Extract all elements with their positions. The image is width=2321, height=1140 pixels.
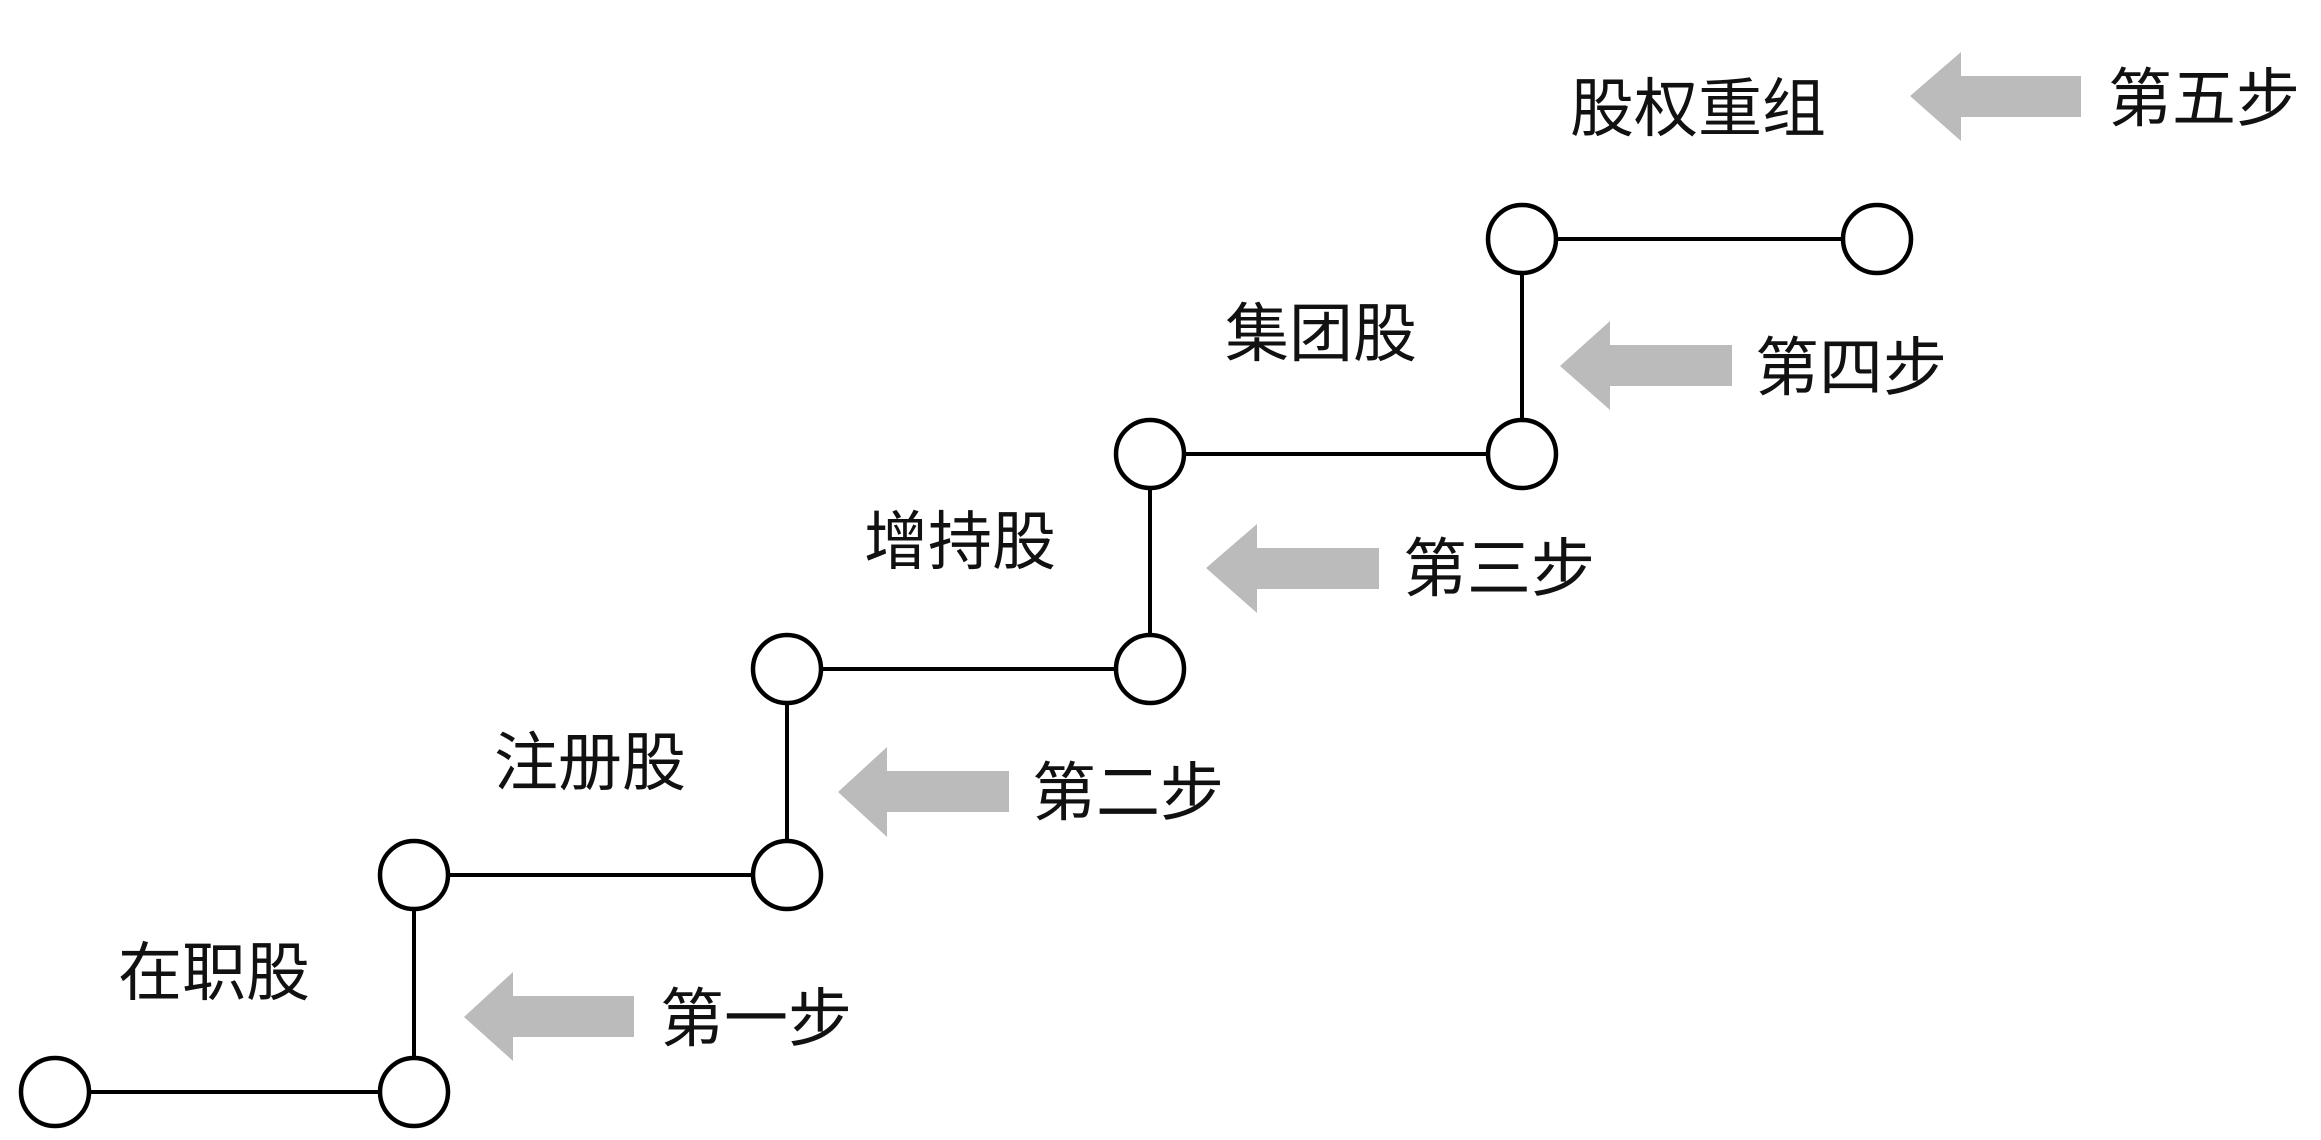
arrow-left-icon	[1560, 321, 1732, 410]
arrow-left-icon	[1206, 524, 1379, 613]
arrow-left-icon	[1910, 52, 2081, 141]
step-labels: 第一步 第二步 第三步 第四步 第五步	[660, 63, 2300, 1057]
stage-label: 股权重组	[1570, 73, 1826, 147]
stage-labels: 在职股 注册股 增持股 集团股 股权重组	[118, 73, 1826, 1011]
stage-label: 集团股	[1225, 298, 1417, 372]
node	[18, 1055, 92, 1129]
stage-label: 增持股	[864, 506, 1056, 580]
node	[377, 1055, 451, 1129]
node	[1485, 417, 1559, 491]
arrow-left-icon	[464, 972, 634, 1061]
step-label: 第四步	[1755, 332, 1947, 406]
step-label: 第二步	[1032, 757, 1224, 831]
node	[1485, 202, 1559, 276]
node	[750, 838, 824, 912]
step-label: 第一步	[660, 983, 852, 1057]
staircase-nodes	[18, 202, 1914, 1129]
node	[750, 632, 824, 706]
step-label: 第五步	[2108, 63, 2300, 137]
stage-label: 注册股	[494, 727, 686, 801]
node	[377, 838, 451, 912]
step-arrows	[464, 52, 2081, 1061]
stage-label: 在职股	[118, 937, 310, 1011]
node	[1840, 202, 1914, 276]
node	[1113, 632, 1187, 706]
arrow-left-icon	[838, 747, 1009, 837]
node	[1113, 417, 1187, 491]
step-label: 第三步	[1403, 533, 1595, 607]
